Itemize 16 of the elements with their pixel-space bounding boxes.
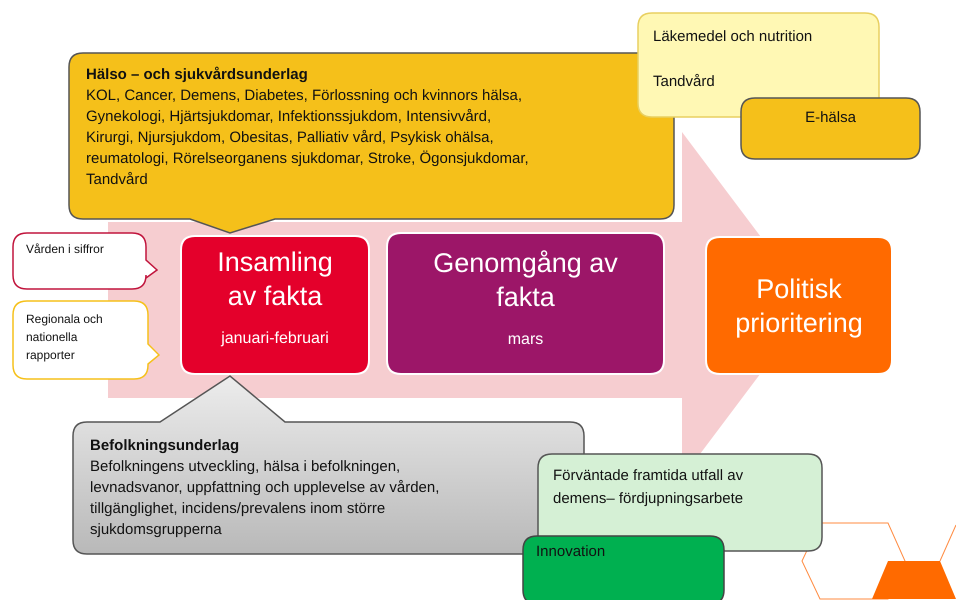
- note-text: Regionala och nationella rapporter: [26, 311, 104, 364]
- callout-heading: Hälso – och sjukvårdsunderlag: [86, 65, 309, 85]
- stage-title: Insamling av fakta: [216, 246, 334, 313]
- callout-text: KOL, Cancer, Demens, Diabetes, Förlossning och kvinnors hälsa, Gynekologi, Hjärtsjukdomar, Infektionssjukdom, Intensivvård, Kirurgi, Njursjukdom, Obesitas, Palliativ vård, Psykisk ohälsa, reumatologi, Rörelseorganens sjukdomar, Stroke, Ögonsjukdomar, Tandvård: [86, 86, 530, 190]
- note-text: Innovation: [536, 542, 606, 562]
- stage-period: mars: [506, 330, 544, 350]
- callout-heading: Befolkningsunderlag: [90, 436, 240, 456]
- stage-title: Genomgång av fakta: [432, 247, 619, 314]
- note-text: Vården i siffror: [26, 241, 105, 258]
- note-text: Förväntade framtida utfall av demens– fördjupningsarbete: [553, 466, 744, 508]
- note-text: E-hälsa: [804, 108, 857, 128]
- stage-title: Politisk prioritering: [734, 272, 864, 340]
- stage-period: januari-februari: [220, 329, 330, 349]
- note-text: Läkemedel och nutrition: [653, 27, 814, 47]
- note-text: Tandvård: [653, 72, 716, 92]
- callout-text: Befolkningens utveckling, hälsa i befolkningen, levnadsvanor, uppfattning och upplevelse av vården, tillgänglighet, incidens/prevalens inom större sjukdomsgrupperna: [90, 457, 440, 540]
